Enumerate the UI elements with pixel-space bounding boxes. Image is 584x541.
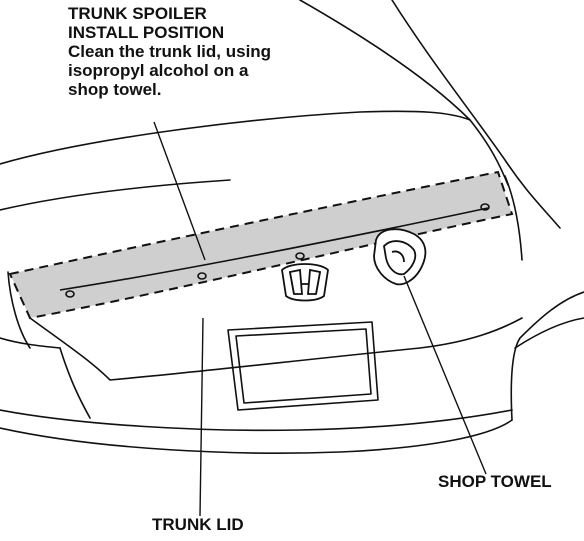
callout-line-2: INSTALL POSITION <box>68 23 225 42</box>
mount-hole-1 <box>65 290 75 298</box>
shop-towel-icon <box>373 228 427 286</box>
rear-window-outline <box>0 110 471 165</box>
bumper-top <box>0 409 513 432</box>
license-plate-inner <box>235 328 372 404</box>
roof-upper-curve <box>299 0 509 186</box>
c-pillar-outer <box>391 0 561 229</box>
bumper-lower <box>0 419 513 454</box>
callout-line-4: isopropyl alcohol on a <box>68 61 249 80</box>
right-quarter-panel <box>510 291 584 421</box>
right-fender-line <box>504 175 523 261</box>
callout-line-5: shop towel. <box>68 80 162 99</box>
trunk-lid-edge <box>29 317 523 381</box>
right-lower-body <box>514 317 584 349</box>
spoiler-install-callout: TRUNK SPOILER INSTALL POSITION Clean the… <box>68 4 271 99</box>
shop-towel-label: SHOP TOWEL <box>438 472 552 491</box>
spoiler-install-area <box>8 170 514 320</box>
callout-line-1: TRUNK SPOILER <box>68 4 207 23</box>
mount-hole-3 <box>295 252 305 260</box>
brand-emblem-icon <box>281 263 329 302</box>
callout-line-3: Clean the trunk lid, using <box>68 42 272 61</box>
leader-spoiler <box>153 121 206 261</box>
mount-hole-4 <box>480 203 490 211</box>
left-upper-body <box>0 179 231 211</box>
leader-trunk-lid <box>199 317 204 517</box>
trunk-lid-label: TRUNK LID <box>152 515 244 534</box>
left-quarter-panel <box>7 271 31 349</box>
left-lower-body <box>0 337 61 349</box>
license-plate-recess <box>227 321 379 411</box>
leader-shop-towel <box>403 275 487 475</box>
bumper-corner <box>59 347 91 419</box>
spoiler-center-line <box>59 207 489 291</box>
mount-hole-2 <box>197 272 207 280</box>
